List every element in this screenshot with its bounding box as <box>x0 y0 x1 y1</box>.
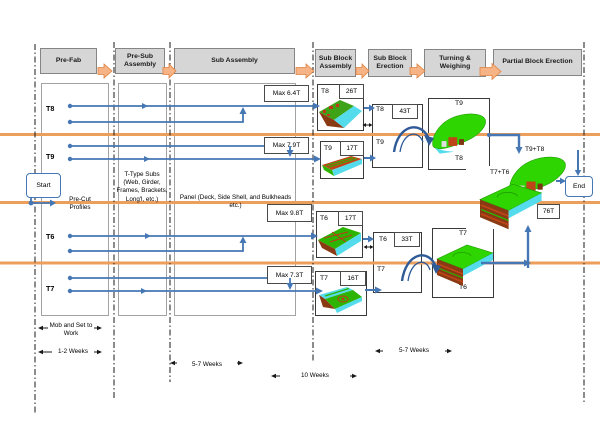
gap-connectors <box>362 123 374 249</box>
sba-id-t7: T7 <box>320 275 328 282</box>
max-weight-t8: Max 6.4T <box>264 85 309 102</box>
erection-bottom-id-t9: T9 <box>376 139 384 146</box>
row-label-t7: T7 <box>46 284 55 293</box>
turning-t9-t8-render <box>432 113 487 155</box>
phase-header-pre-fab: Pre-Fab <box>40 48 97 74</box>
phase-header-sub-assembly: Sub Assembly <box>174 48 295 74</box>
sba-weight-t8: 26T <box>339 84 364 99</box>
t7-block-render <box>319 287 362 313</box>
erection-top-id-t6: T6 <box>379 236 387 243</box>
sba-id-t9: T9 <box>324 145 332 152</box>
t9-block-render <box>322 156 362 176</box>
turning-top-id-t9: T9 <box>455 100 463 107</box>
duration-mobilization: Mob and Set to Work <box>48 318 94 342</box>
sba-weight-t9: 17T <box>340 141 364 156</box>
duration-5-7-weeks-erection: 5-7 Weeks <box>383 342 445 360</box>
row-label-t6: T6 <box>46 232 55 241</box>
phase-transition-arrows <box>97 62 502 81</box>
bend-arrows <box>286 146 294 290</box>
phase-header-partial-block-erection: Partial Block Erection <box>493 49 582 76</box>
turning-bottom-id-t6: T6 <box>459 284 467 291</box>
turn-over-arrow-upper <box>392 126 434 153</box>
start-arrow <box>28 197 56 207</box>
phase-boundary-lines <box>34 42 585 414</box>
phase-header-turning-weighing: Turning & Weighing <box>424 49 486 77</box>
duration-5-7-weeks-sub: 5-7 Weeks <box>177 354 237 375</box>
row-label-t8: T8 <box>46 104 55 113</box>
partial-weight-76t: 76T <box>537 204 560 219</box>
pre-cut-profiles-note: Pre-Cut Profiles <box>69 196 91 212</box>
duration-10-weeks: 10 Weeks <box>280 364 350 387</box>
erection-flow-arrows <box>481 133 582 268</box>
turning-top-id-t7: T7 <box>459 230 467 237</box>
partial-t7-t6-render <box>479 183 543 231</box>
erection-weight-33t: 33T <box>394 232 420 247</box>
turning-bottom-id-t8: T8 <box>455 155 463 162</box>
timeline-t7 <box>67 275 323 295</box>
max-weight-t6: Max 9.8T <box>267 204 312 222</box>
partial-combo-t7-t6: T7+T6 <box>490 169 510 176</box>
sba-id-t8: T8 <box>321 88 329 95</box>
t6-block-render <box>318 227 361 256</box>
timeline-t9 <box>67 143 321 163</box>
t8-block-render <box>319 100 362 128</box>
sba-id-t6: T6 <box>320 215 328 222</box>
phase-header-pre-sub-assembly: Pre-Sub Assembly <box>115 48 165 74</box>
duration-1-2-weeks: 1-2 Weeks <box>52 345 94 359</box>
row-label-t9: T9 <box>46 152 55 161</box>
phase-header-sub-block-assembly: Sub Block Assembly <box>315 49 356 77</box>
timeline-t6 <box>67 232 318 254</box>
panel-note: Panel (Deck, Side Shell, and Bulkheads e… <box>179 194 292 210</box>
max-weight-t9: Max 7.9T <box>264 137 309 154</box>
turning-t7-t6-render <box>436 244 494 287</box>
sba-weight-t7: 16T <box>340 271 366 286</box>
assembly-to-erection-arrows <box>363 104 382 294</box>
erection-bottom-id-t7: T7 <box>377 266 385 273</box>
turn-over-arrow-lower <box>400 254 441 282</box>
t-type-subs-note: T-Type Subs (Web, Girder, Frames, Bracke… <box>116 171 168 203</box>
phase-header-sub-block-erection: Sub Block Erection <box>368 49 412 77</box>
partial-combo-t9-t8: T9+T8 <box>525 146 545 153</box>
timeline-t8 <box>67 102 320 125</box>
erection-top-id-t8: T8 <box>376 106 384 113</box>
start-node: Start <box>26 173 61 198</box>
sba-weight-t6: 17T <box>338 211 363 226</box>
end-node: End <box>565 176 593 197</box>
erection-weight-43t: 43T <box>392 104 418 119</box>
